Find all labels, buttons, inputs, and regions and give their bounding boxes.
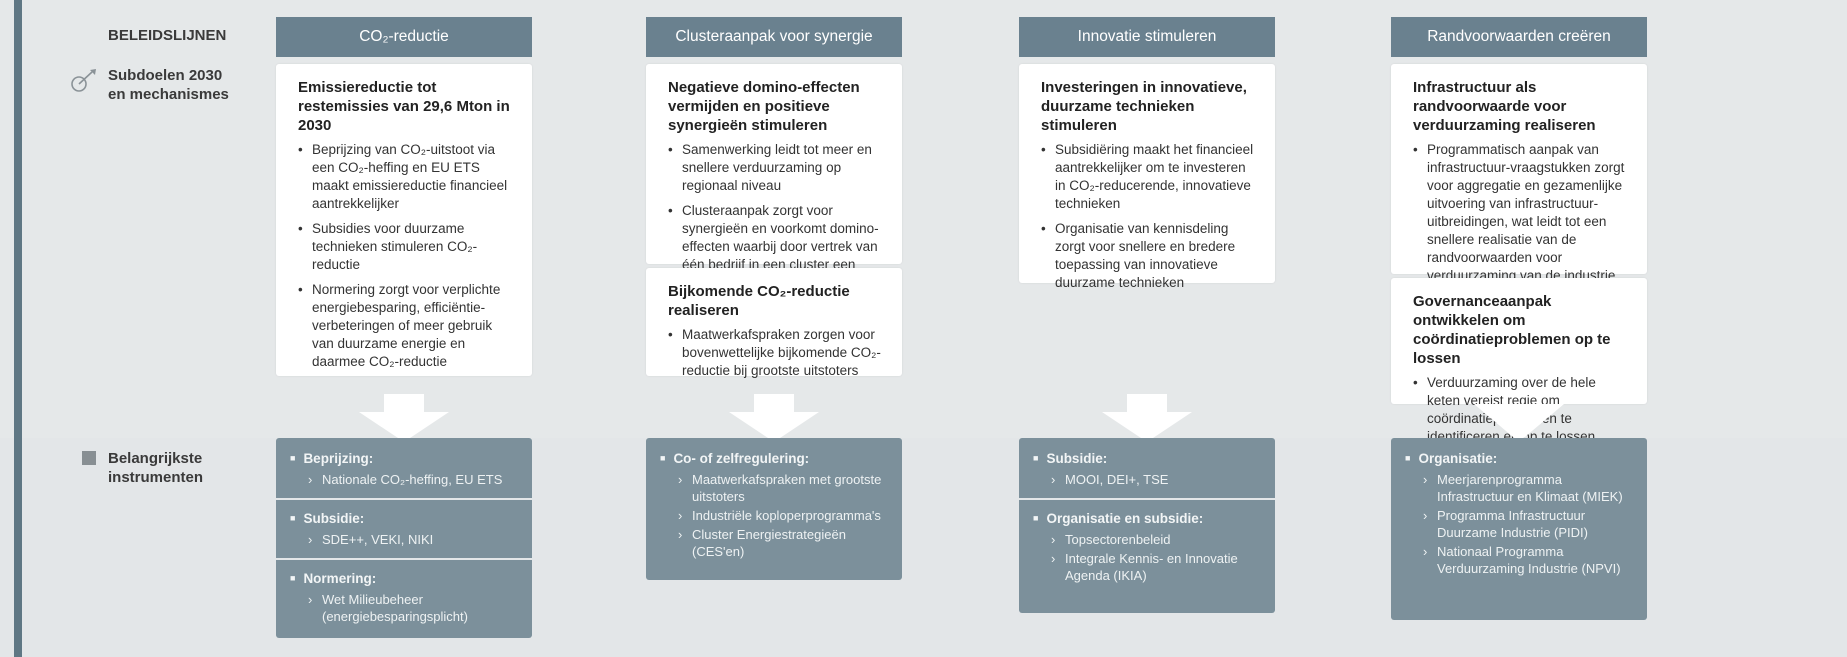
instrument-group: Organisatie en subsidie: Topsectorenbele… xyxy=(1019,498,1275,594)
subgoal-title: Infrastructuur als randvoorwaarde voor v… xyxy=(1413,79,1596,134)
subgoal-card: Investeringen in innovatieve, duurzame t… xyxy=(1019,64,1275,290)
instrument-group-title: Beprijzing: xyxy=(290,450,518,469)
instrument-item: MOOI, DEI+, TSE xyxy=(1033,471,1261,488)
instrument-item: Topsectorenbeleid xyxy=(1033,531,1261,548)
subgoal-title: Investeringen in innovatieve, duurzame t… xyxy=(1041,79,1247,134)
subgoal-card: Governanceaanpak ontwikkelen om coördina… xyxy=(1391,278,1647,444)
mechanism-item: Organisatie van kennisdeling zorgt voor … xyxy=(1041,220,1257,292)
instrument-group-title: Organisatie: xyxy=(1405,450,1633,469)
mechanism-item: Subsidiëring maakt het financieel aantre… xyxy=(1041,141,1257,213)
instrument-item: Industriële koploperprogramma's xyxy=(660,507,888,524)
instrument-list: Maatwerkafspraken met grootste uitstoter… xyxy=(660,471,888,560)
mechanism-item: Normering zorgt voor verplichte energieb… xyxy=(298,281,514,371)
mechanism-list: Programmatisch aanpak van infrastructuur… xyxy=(1413,141,1629,285)
instrument-item: Nationale CO₂-heffing, EU ETS xyxy=(290,471,518,488)
instrument-item: Cluster Energiestrategieën (CES'en) xyxy=(660,526,888,560)
accent-bar xyxy=(14,0,22,657)
instrument-group-title: Subsidie: xyxy=(1033,450,1261,469)
mechanism-item: Samenwerking leidt tot meer en snellere … xyxy=(668,141,884,195)
instrument-list: MOOI, DEI+, TSE xyxy=(1033,471,1261,488)
subgoal-title: Bijkomende CO₂-reductie realiseren xyxy=(668,283,850,319)
subgoal-title: Emissiereductie tot restemissies van 29,… xyxy=(298,79,510,134)
instrument-list: Topsectorenbeleid Integrale Kennis- en I… xyxy=(1033,531,1261,584)
instruments-box: Organisatie: Meerjarenprogramma Infrastr… xyxy=(1391,438,1647,620)
mechanism-list: Subsidiëring maakt het financieel aantre… xyxy=(1041,141,1257,292)
instruments-box: Beprijzing: Nationale CO₂-heffing, EU ET… xyxy=(276,438,532,638)
instrument-item: Nationaal Programma Verduurzaming Indust… xyxy=(1405,543,1633,577)
subgoal-title: Governanceaanpak ontwikkelen om coördina… xyxy=(1413,293,1611,367)
instrument-list: Wet Milieubeheer (energiebesparingsplich… xyxy=(290,591,518,625)
column-header-innovatie: Innovatie stimuleren xyxy=(1019,17,1275,57)
column-header-co2-reductie: CO₂-reductie xyxy=(276,17,532,57)
mechanism-list: Maatwerkafspraken zorgen voor bovenwette… xyxy=(668,326,884,380)
subdoelen-label-line1: Subdoelen 2030 xyxy=(108,67,223,84)
subgoal-title: Negatieve domino-effecten vermijden en p… xyxy=(668,79,860,134)
instrument-group: Organisatie: Meerjarenprogramma Infrastr… xyxy=(1405,448,1633,587)
subgoal-card: Emissiereductie tot restemissies van 29,… xyxy=(276,64,532,376)
instrument-group-title: Subsidie: xyxy=(290,510,518,529)
instrument-list: Nationale CO₂-heffing, EU ETS xyxy=(290,471,518,488)
instrument-item: Maatwerkafspraken met grootste uitstoter… xyxy=(660,471,888,505)
instrumenten-label-line2: instrumenten xyxy=(108,469,204,486)
mechanism-item: Subsidies voor duurzame technieken stimu… xyxy=(298,220,514,274)
down-arrow-icon xyxy=(359,394,449,442)
square-icon xyxy=(82,451,96,465)
down-arrow-icon xyxy=(1474,404,1564,442)
instrument-list: SDE++, VEKI, NIKI xyxy=(290,531,518,548)
target-arrow-icon xyxy=(71,69,96,92)
instruments-box: Co- of zelfregulering: Maatwerkafspraken… xyxy=(646,438,902,580)
instrument-item: SDE++, VEKI, NIKI xyxy=(290,531,518,548)
instrument-item: Programma Infrastructuur Duurzame Indust… xyxy=(1405,507,1633,541)
instrument-list: Meerjarenprogramma Infrastructuur en Kli… xyxy=(1405,471,1633,577)
down-arrow-icon xyxy=(729,394,819,442)
instrument-item: Integrale Kennis- en Innovatie Agenda (I… xyxy=(1033,550,1261,584)
subgoal-card: Bijkomende CO₂-reductie realiseren Maatw… xyxy=(646,268,902,378)
mechanism-item: Maatwerkafspraken zorgen voor bovenwette… xyxy=(668,326,884,380)
subgoal-card: Negatieve domino-effecten vermijden en p… xyxy=(646,64,902,308)
mechanism-list: Beprijzing van CO₂-uitstoot via een CO₂-… xyxy=(298,141,514,371)
instrument-group: Beprijzing: Nationale CO₂-heffing, EU ET… xyxy=(290,448,518,498)
instrument-group: Co- of zelfregulering: Maatwerkafspraken… xyxy=(660,448,888,570)
subgoal-card: Infrastructuur als randvoorwaarde voor v… xyxy=(1391,64,1647,283)
mechanism-item: Beprijzing van CO₂-uitstoot via een CO₂-… xyxy=(298,141,514,213)
instrument-item: Wet Milieubeheer (energiebesparingsplich… xyxy=(290,591,518,625)
instrument-group: Subsidie: MOOI, DEI+, TSE xyxy=(1033,448,1261,498)
mechanism-item: Programmatisch aanpak van infrastructuur… xyxy=(1413,141,1629,285)
beleidslijnen-label: BELEIDSLIJNEN xyxy=(108,27,227,44)
instruments-box: Subsidie: MOOI, DEI+, TSE Organisatie en… xyxy=(1019,438,1275,613)
instrument-group-title: Normering: xyxy=(290,570,518,589)
column-header-clusteraanpak: Clusteraanpak voor synergie xyxy=(646,17,902,57)
instrument-group-title: Organisatie en subsidie: xyxy=(1033,510,1261,529)
subdoelen-label-line2: en mechanismes xyxy=(108,86,229,103)
instrumenten-label-line1: Belangrijkste xyxy=(108,450,203,467)
instrument-group-title: Co- of zelfregulering: xyxy=(660,450,888,469)
instrument-group: Normering: Wet Milieubeheer (energiebesp… xyxy=(276,558,532,635)
subdoelen-label: Subdoelen 2030 en mechanismes xyxy=(108,66,229,104)
instrumenten-label: Belangrijkste instrumenten xyxy=(108,449,203,487)
column-header-randvoorwaarden: Randvoorwaarden creëren xyxy=(1391,17,1647,57)
instrument-item: Meerjarenprogramma Infrastructuur en Kli… xyxy=(1405,471,1633,505)
down-arrow-icon xyxy=(1102,394,1192,442)
instrument-group: Subsidie: SDE++, VEKI, NIKI xyxy=(276,498,532,558)
